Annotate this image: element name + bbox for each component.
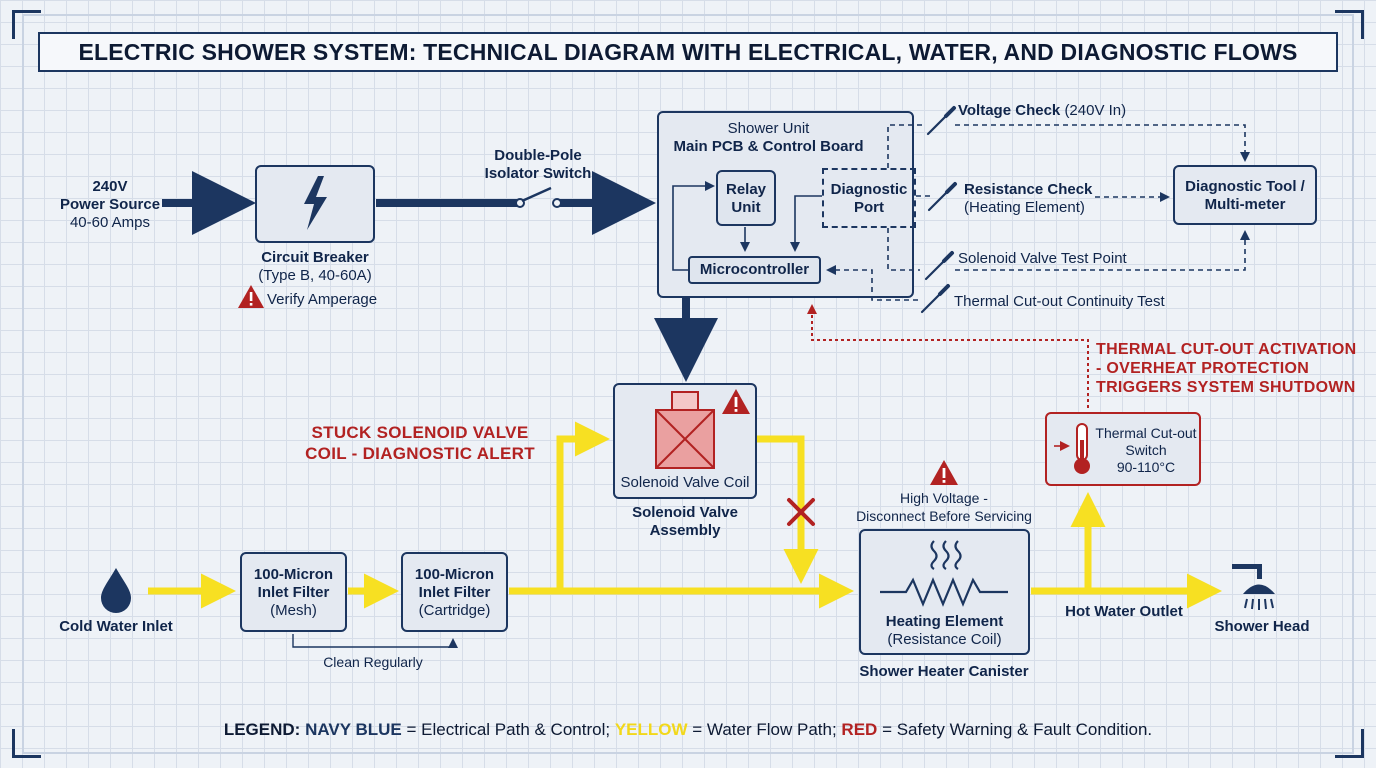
filter-cartridge-box	[401, 552, 508, 632]
diagram-frame	[22, 14, 1354, 754]
thermal-test-label: Thermal Cut-out Continuity Test	[954, 293, 1165, 310]
water-flow	[148, 421, 1222, 609]
warning-triangle-icon	[722, 389, 750, 414]
relay-unit-box	[716, 170, 776, 226]
blockage-x-icon	[787, 498, 815, 526]
warning-triangle-icon	[930, 460, 958, 485]
probe-icon	[920, 106, 957, 314]
high-voltage-warning: High Voltage -Disconnect Before Servicin…	[856, 490, 1032, 524]
diagnostic-tool-box	[1173, 165, 1317, 225]
clean-bracket	[292, 634, 458, 648]
lightning-bolt-icon	[304, 176, 327, 230]
shower-head-label: Shower Head	[1214, 618, 1310, 635]
verify-amperage-warning: Verify Amperage	[267, 291, 378, 308]
thermal-cutout-box	[1045, 412, 1201, 486]
cold-water-label: Cold Water Inlet	[59, 618, 173, 635]
isolator-switch-icon	[515, 186, 562, 208]
diagnostic-port-box	[822, 168, 916, 228]
solenoid-coil-icon	[655, 391, 715, 469]
resistance-check-label: Resistance Check(Heating Element)	[964, 181, 1093, 216]
warning-triangle-icon	[238, 285, 264, 308]
thermometer-icon	[1054, 423, 1090, 474]
circuit-breaker-label: Circuit Breaker(Type B, 40-60A)	[258, 249, 372, 284]
diagnostic-lines	[826, 124, 1250, 301]
corner-bracket	[12, 729, 41, 758]
shower-head-icon	[1232, 564, 1275, 610]
pcb-wire	[790, 195, 822, 252]
thermal-alert: THERMAL CUT-OUT ACTIVATION - OVERHEAT PR…	[1096, 341, 1357, 396]
thermal-feedback-line	[807, 304, 1089, 408]
hot-water-outlet-label: Hot Water Outlet	[1065, 603, 1183, 620]
microcontroller-box	[688, 256, 821, 284]
water-drop-icon	[101, 568, 131, 613]
diagram-title: ELECTRIC SHOWER SYSTEM: TECHNICAL DIAGRA…	[38, 32, 1338, 72]
microcontroller-label: Microcontroller	[699, 261, 810, 278]
heating-coil-icon	[880, 540, 1008, 607]
solenoid-coil-label: Solenoid Valve Coil	[620, 474, 750, 491]
diagnostic-tool-label: Diagnostic Tool /Multi-meter	[1185, 178, 1305, 213]
legend: LEGEND: NAVY BLUE = Electrical Path & Co…	[223, 720, 1153, 739]
filter-mesh-box	[240, 552, 347, 632]
canister-label: Shower Heater Canister	[859, 663, 1029, 680]
pcb-wire	[672, 181, 715, 271]
heating-element-label: Heating Element(Resistance Coil)	[885, 613, 1004, 648]
corner-bracket	[1335, 10, 1364, 39]
solenoid-test-label: Solenoid Valve Test Point	[958, 250, 1127, 267]
corner-bracket	[12, 10, 41, 39]
clean-regularly-label: Clean Regularly	[323, 654, 423, 670]
voltage-check-label: Voltage Check (240V In)	[958, 102, 1127, 119]
corner-bracket	[1335, 729, 1364, 758]
